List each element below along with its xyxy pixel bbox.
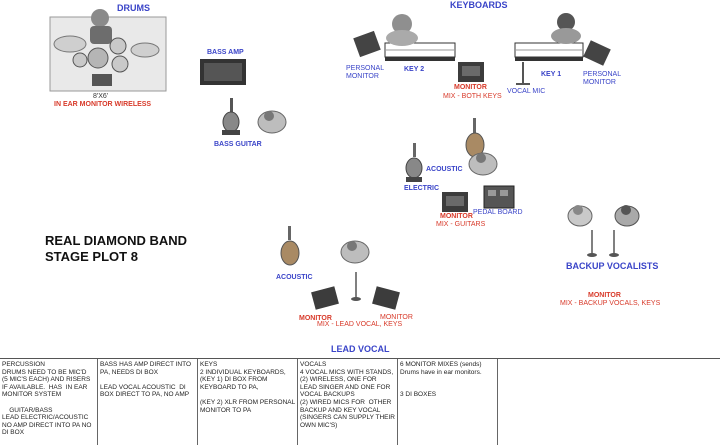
plot-title: REAL DIAMOND BAND STAGE PLOT 8 [45, 233, 188, 264]
bass-amp-label: BASS AMP [207, 49, 244, 56]
guitar-acoustic-label: ACOUSTIC [426, 166, 463, 173]
lead-vocal-title: LEAD VOCAL [331, 344, 390, 354]
backup-vocalists-title: BACKUP VOCALISTS [566, 261, 659, 271]
pedal-board-label: PEDAL BOARD [473, 209, 523, 216]
vocal-mic-label: VOCAL MIC [507, 88, 546, 95]
guitar-monitor-label: MONITOR [440, 213, 473, 220]
keys-monitor-label: MONITOR [454, 84, 487, 91]
personal-monitor-left-label: PERSONAL MONITOR [346, 65, 385, 80]
keys-monitor-wedge [458, 62, 484, 82]
key-1-label: KEY 1 [541, 71, 562, 78]
keyboards-title: KEYBOARDS [450, 0, 508, 10]
lead-monitor-left-label: MONITOR [299, 315, 332, 322]
keyboard-rig-1 [514, 13, 611, 85]
backup-monitor-label: MONITOR [588, 292, 621, 299]
notes-empty [498, 359, 720, 445]
lead-mix-label: MIX - LEAD VOCAL, KEYS [317, 321, 403, 328]
notes-percussion: PERCUSSION DRUMS NEED TO BE MIC'D (5 MIC… [0, 359, 98, 445]
bass-guitar [222, 98, 240, 135]
lead-monitor-right-label: MONITOR [380, 314, 413, 321]
guitar-mix-label: MIX - GUITARS [436, 221, 486, 228]
guitar-electric-label: ELECTRIC [404, 185, 439, 192]
bass-amp [200, 59, 246, 85]
bass-player [257, 110, 287, 134]
guitar-stands [405, 118, 498, 182]
notes-keys: KEYS 2 INDIVIDUAL KEYBOARDS, (KEY 1) DI … [198, 359, 298, 445]
notes-bass-text: BASS HAS AMP DIRECT INTO PA, NEEDS DI BO… [100, 361, 192, 399]
drum-riser-size: 8'X6' [93, 93, 109, 100]
notes-table: PERCUSSION DRUMS NEED TO BE MIC'D (5 MIC… [0, 358, 720, 445]
drums-title: DRUMS [117, 3, 150, 13]
notes-bass: BASS HAS AMP DIRECT INTO PA, NEEDS DI BO… [98, 359, 198, 445]
lead-vocal-area [280, 226, 400, 310]
notes-percussion-text: PERCUSSION DRUMS NEED TO BE MIC'D (5 MIC… [2, 361, 92, 437]
notes-monitors: 6 MONITOR MIXES (sends) Drums have in ea… [398, 359, 498, 445]
notes-vocals-text: VOCALS 4 VOCAL MICS WITH STANDS, (2) WIR… [300, 361, 395, 429]
drum-riser [49, 9, 167, 92]
bass-guitar-label: BASS GUITAR [214, 141, 262, 148]
drums-monitor-label: IN EAR MONITOR WIRELESS [54, 101, 152, 108]
stage-plot-drawing [49, 9, 640, 310]
keys-mix-label: MIX - BOTH KEYS [443, 93, 502, 100]
notes-vocals: VOCALS 4 VOCAL MICS WITH STANDS, (2) WIR… [298, 359, 398, 445]
notes-monitors-text: 6 MONITOR MIXES (sends) Drums have in ea… [400, 361, 482, 399]
guitar-monitor-and-pedals [442, 185, 515, 212]
backup-vocalists [567, 205, 640, 257]
backup-mix-label: MIX - BACKUP VOCALS, KEYS [560, 300, 661, 307]
notes-keys-text: KEYS 2 INDIVIDUAL KEYBOARDS, (KEY 1) DI … [200, 361, 295, 414]
personal-monitor-right-label: PERSONAL MONITOR [583, 71, 622, 86]
key-2-label: KEY 2 [404, 66, 425, 73]
keyboard-rig-2 [353, 14, 456, 61]
lead-acoustic-label: ACOUSTIC [276, 274, 313, 281]
